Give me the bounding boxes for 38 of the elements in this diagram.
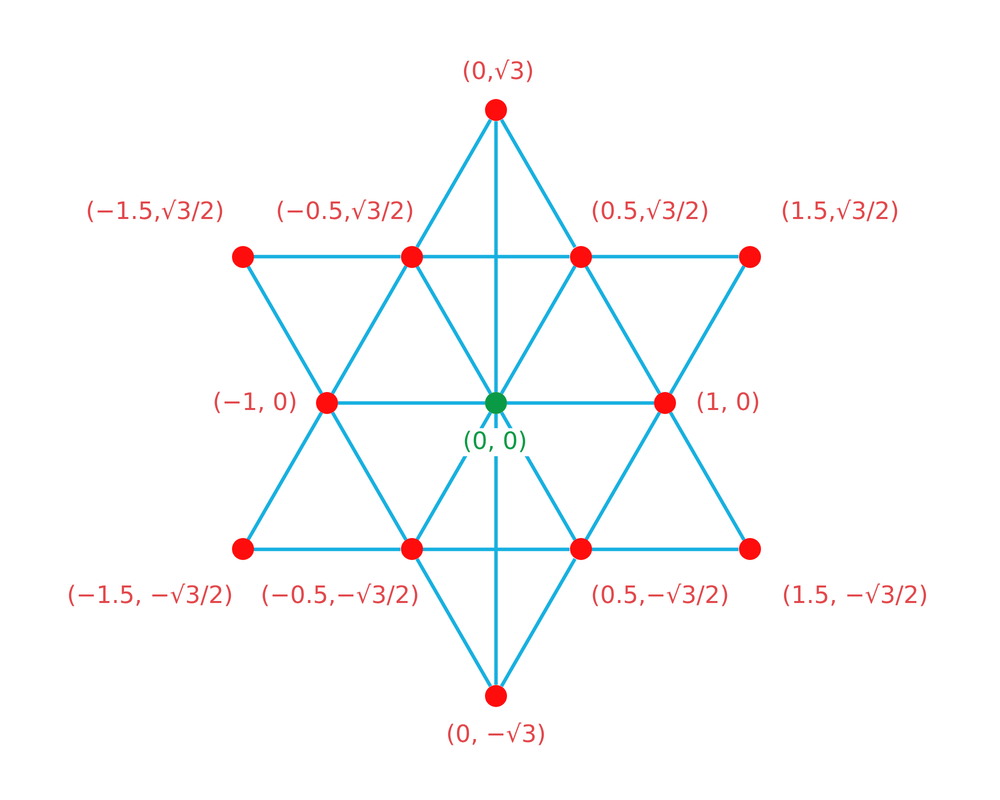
line-segment xyxy=(592,254,738,258)
line-segment xyxy=(494,414,498,685)
line-segment xyxy=(668,265,746,394)
line-segment xyxy=(415,558,492,688)
line-segment xyxy=(246,412,324,541)
line-segment xyxy=(500,265,577,394)
line-segment xyxy=(507,401,654,405)
line-segment xyxy=(254,254,400,258)
line-segment xyxy=(584,412,662,541)
line-segment xyxy=(500,118,577,248)
point-marker xyxy=(232,538,254,560)
point-marker xyxy=(232,246,254,268)
point-marker xyxy=(738,246,760,268)
point-marker xyxy=(738,538,760,560)
line-segment xyxy=(592,548,738,552)
point-marker xyxy=(400,246,422,268)
line-segment xyxy=(330,412,408,541)
point-marker xyxy=(654,392,676,414)
line-segment xyxy=(422,254,570,258)
point-marker xyxy=(570,246,592,268)
coordinate-label: (0, 0) xyxy=(460,428,530,456)
line-segment xyxy=(494,121,498,392)
line-segment xyxy=(415,118,492,248)
point-marker xyxy=(485,392,507,414)
point-marker xyxy=(400,538,422,560)
point-marker xyxy=(485,99,507,122)
line-segment xyxy=(415,265,492,394)
line-segment xyxy=(500,558,577,688)
point-marker xyxy=(316,392,338,414)
line-segment xyxy=(422,548,570,552)
line-segment xyxy=(330,265,408,394)
line-segment xyxy=(668,412,746,541)
line-segment xyxy=(338,401,485,405)
point-marker xyxy=(485,684,507,707)
line-segment xyxy=(584,265,662,394)
line-segment xyxy=(254,548,400,552)
line-segment xyxy=(246,265,324,394)
point-marker xyxy=(570,538,592,560)
